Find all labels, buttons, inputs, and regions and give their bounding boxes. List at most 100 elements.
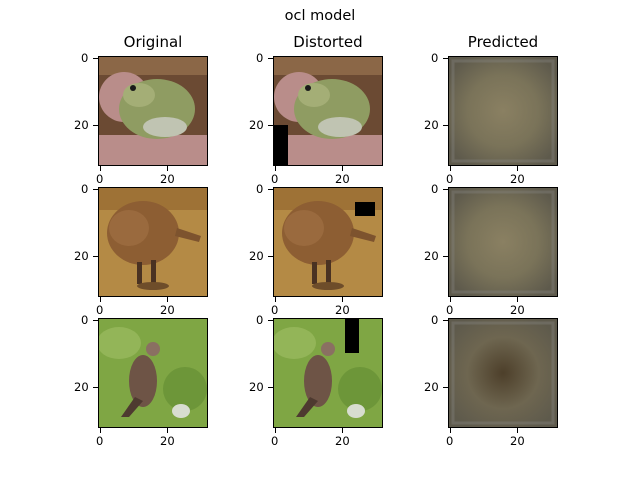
y-tick	[93, 320, 98, 321]
image-panel-predicted-row-1	[448, 56, 558, 166]
image-frame	[273, 318, 383, 428]
y-tick-label: 20	[249, 380, 264, 394]
occlusion-patch	[345, 319, 359, 353]
y-tick-label: 0	[256, 51, 264, 65]
y-tick-label: 0	[81, 51, 89, 65]
image-frame	[98, 56, 208, 166]
x-tick	[342, 297, 343, 302]
image-frame	[448, 56, 558, 166]
image-panel-distorted-row-2	[273, 187, 383, 297]
y-tick	[268, 58, 273, 59]
y-tick	[443, 320, 448, 321]
y-tick	[443, 256, 448, 257]
y-tick-label: 0	[431, 51, 439, 65]
occlusion-patch	[274, 125, 288, 165]
x-tick	[275, 297, 276, 302]
x-tick	[450, 297, 451, 302]
column-title-original: Original	[123, 33, 183, 51]
x-tick	[167, 428, 168, 433]
x-tick-label: 20	[335, 434, 350, 448]
y-tick-label: 0	[256, 313, 264, 327]
y-tick	[268, 387, 273, 388]
x-tick	[517, 297, 518, 302]
image-panel-original-row-1	[98, 56, 208, 166]
y-tick	[443, 58, 448, 59]
x-tick-label: 0	[271, 172, 279, 186]
x-tick	[167, 166, 168, 171]
image-panel-original-row-2	[98, 187, 208, 297]
predicted-image-hawk	[449, 319, 557, 427]
y-tick	[268, 256, 273, 257]
distorted-image-hawk	[274, 319, 382, 427]
x-tick	[100, 297, 101, 302]
x-tick-label: 0	[446, 303, 454, 317]
image-frame	[273, 56, 383, 166]
x-tick-label: 0	[96, 434, 104, 448]
y-tick	[93, 189, 98, 190]
y-tick	[443, 189, 448, 190]
y-tick	[93, 125, 98, 126]
original-image-frog	[99, 57, 207, 165]
x-tick	[275, 166, 276, 171]
x-tick-label: 20	[510, 434, 525, 448]
x-tick	[517, 166, 518, 171]
x-tick-label: 0	[446, 172, 454, 186]
y-tick	[93, 58, 98, 59]
x-tick-label: 20	[160, 434, 175, 448]
y-tick-label: 20	[424, 118, 439, 132]
image-frame	[273, 187, 383, 297]
image-panel-distorted-row-3	[273, 318, 383, 428]
original-image-kiwi-bird	[99, 188, 207, 296]
y-tick	[268, 189, 273, 190]
image-frame	[448, 318, 558, 428]
figure-suptitle: ocl model	[284, 8, 356, 24]
predicted-image-kiwi-bird	[449, 188, 557, 296]
image-frame	[98, 187, 208, 297]
x-tick-label: 0	[96, 303, 104, 317]
original-image-hawk	[99, 319, 207, 427]
column-title-predicted: Predicted	[467, 33, 539, 51]
predicted-image-frog	[449, 57, 557, 165]
x-tick	[100, 428, 101, 433]
x-tick-label: 0	[271, 434, 279, 448]
column-title-distorted: Distorted	[293, 33, 363, 51]
x-tick	[450, 428, 451, 433]
x-tick-label: 20	[160, 303, 175, 317]
y-tick	[93, 256, 98, 257]
y-tick-label: 0	[431, 182, 439, 196]
x-tick-label: 20	[510, 303, 525, 317]
y-tick-label: 20	[249, 118, 264, 132]
y-tick-label: 0	[256, 182, 264, 196]
y-tick	[268, 125, 273, 126]
image-panel-predicted-row-3	[448, 318, 558, 428]
image-panel-original-row-3	[98, 318, 208, 428]
y-tick-label: 20	[74, 249, 89, 263]
y-tick	[268, 320, 273, 321]
distorted-image-kiwi-bird	[274, 188, 382, 296]
x-tick-label: 0	[96, 172, 104, 186]
x-tick	[100, 166, 101, 171]
occlusion-patch	[355, 202, 375, 216]
y-tick-label: 0	[81, 313, 89, 327]
image-frame	[98, 318, 208, 428]
y-tick-label: 0	[81, 182, 89, 196]
x-tick	[517, 428, 518, 433]
x-tick-label: 0	[446, 434, 454, 448]
y-tick-label: 20	[74, 118, 89, 132]
y-tick-label: 20	[424, 249, 439, 263]
x-tick	[450, 166, 451, 171]
image-panel-distorted-row-1	[273, 56, 383, 166]
x-tick-label: 20	[510, 172, 525, 186]
x-tick	[167, 297, 168, 302]
x-tick-label: 20	[335, 303, 350, 317]
y-tick-label: 20	[424, 380, 439, 394]
y-tick-label: 20	[249, 249, 264, 263]
x-tick-label: 20	[160, 172, 175, 186]
x-tick-label: 0	[271, 303, 279, 317]
y-tick-label: 20	[74, 380, 89, 394]
x-tick-label: 20	[335, 172, 350, 186]
x-tick	[275, 428, 276, 433]
x-tick	[342, 166, 343, 171]
x-tick	[342, 428, 343, 433]
image-panel-predicted-row-2	[448, 187, 558, 297]
